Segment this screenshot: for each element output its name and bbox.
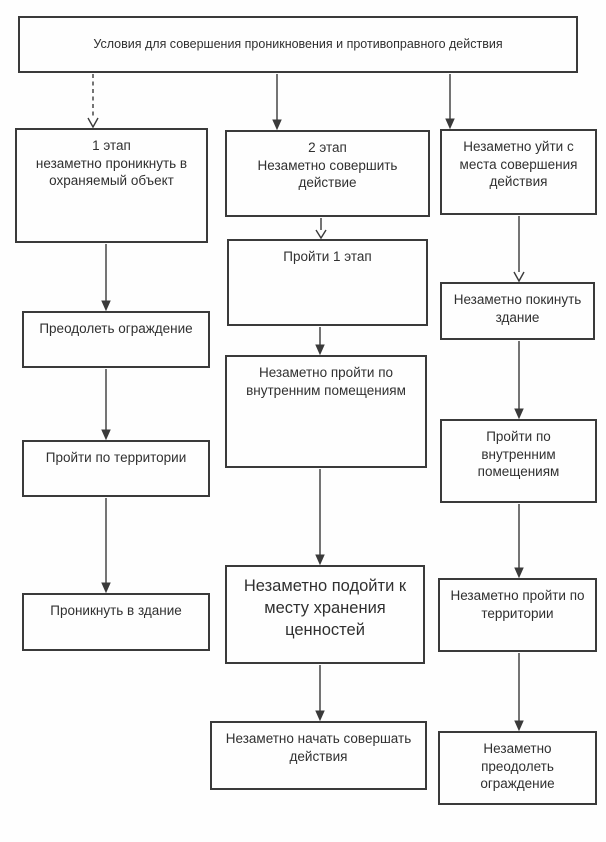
flow-arrow	[514, 341, 524, 420]
node-pass-inner-rooms-back: Пройти по внутренним помещениям	[440, 419, 597, 503]
node-begin-actions: Незаметно начать совершать действия	[210, 721, 427, 790]
flow-arrow	[101, 369, 111, 441]
flow-arrow	[87, 74, 99, 129]
node-complete-stage-1: Пройти 1 этап	[227, 239, 428, 326]
node-approach-valuables: Незаметно подойти к месту хранения ценно…	[225, 565, 425, 664]
node-overcome-fence: Преодолеть ограждение	[22, 311, 210, 368]
flow-arrow	[315, 218, 327, 240]
flow-arrow	[272, 74, 282, 131]
node-cross-territory: Пройти по территории	[22, 440, 210, 497]
flow-arrow	[514, 653, 524, 732]
flow-arrow	[445, 74, 455, 130]
flow-arrow	[513, 216, 525, 283]
node-pass-inner-rooms: Незаметно пройти по внутренним помещения…	[225, 355, 427, 468]
flow-arrow	[315, 469, 325, 566]
node-stage-1: 1 этап незаметно проникнуть в охраняемый…	[15, 128, 208, 243]
flow-arrow	[514, 504, 524, 579]
flow-arrow	[315, 327, 325, 356]
node-overcome-fence-back: Незаметно преодолеть ограждение	[438, 731, 597, 805]
flow-arrow	[101, 244, 111, 312]
node-stage-2: 2 этап Незаметно совершить действие	[225, 130, 430, 217]
node-leave-scene: Незаметно уйти с места совершения действ…	[440, 129, 597, 215]
flow-arrow	[101, 498, 111, 594]
node-leave-building: Незаметно покинуть здание	[440, 282, 595, 340]
flow-arrow	[315, 665, 325, 722]
node-conditions-title: Условия для совершения проникновения и п…	[18, 16, 578, 73]
node-enter-building: Проникнуть в здание	[22, 593, 210, 651]
node-cross-territory-back: Незаметно пройти по территории	[438, 578, 597, 652]
